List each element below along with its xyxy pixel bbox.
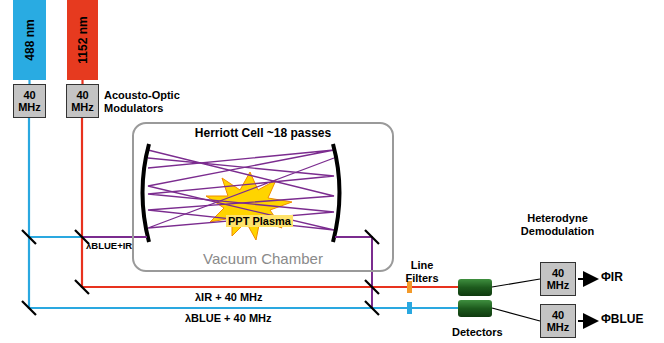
part-label: Line Filters — [398, 259, 446, 284]
part-label: Acousto-Optic Modulators — [104, 89, 184, 114]
part-label: Heterodyne Demodulation — [505, 212, 610, 237]
line-filter — [407, 302, 412, 314]
herriott-passes — [148, 150, 334, 230]
plasma-label: PPT Plasma — [226, 215, 293, 227]
signal-name: ΦBLUE — [601, 313, 661, 327]
beam-label: λIR + 40 MHz — [195, 291, 315, 304]
demod-box: 40 MHz — [540, 304, 576, 338]
cell-title: Herriott Cell ~18 passes — [134, 126, 392, 140]
beam-label: λBLUE + 40 MHz — [185, 312, 315, 325]
detector — [458, 279, 492, 296]
chamber-label: Vacuum Chamber — [134, 250, 392, 267]
box-label: 40 MHz — [542, 267, 574, 291]
beam-label: λBLUE+IR — [86, 241, 132, 252]
laser-label: 488 nm — [23, 19, 37, 60]
box-label: 40 MHz — [68, 89, 97, 113]
signal-name: ΦIR — [601, 271, 656, 285]
cell-mirror — [333, 144, 340, 242]
laser-source: 488 nm — [13, 0, 46, 80]
demod-box: 40 MHz — [540, 262, 576, 296]
detector — [458, 300, 492, 317]
turning-mirror — [22, 230, 379, 315]
signal-wire — [492, 279, 540, 287]
aom-box: 40 MHz — [66, 84, 99, 118]
vacuum-chamber: Herriott Cell ~18 passesPPT PlasmaVacuum… — [132, 122, 394, 272]
box-label: 40 MHz — [542, 309, 574, 333]
blue-beam — [29, 118, 458, 308]
laser-source: 1152 nm — [67, 0, 98, 80]
output-arrow — [578, 278, 597, 280]
cell-mirror — [143, 144, 150, 242]
combined-beam — [82, 237, 372, 308]
part-label: Detectors — [452, 326, 522, 339]
output-arrow — [578, 320, 597, 322]
ir-beam — [82, 118, 458, 287]
laser-label: 1152 nm — [76, 16, 90, 63]
aom-box: 40 MHz — [13, 84, 46, 118]
box-label: 40 MHz — [15, 89, 44, 113]
signal-wire — [492, 308, 540, 321]
